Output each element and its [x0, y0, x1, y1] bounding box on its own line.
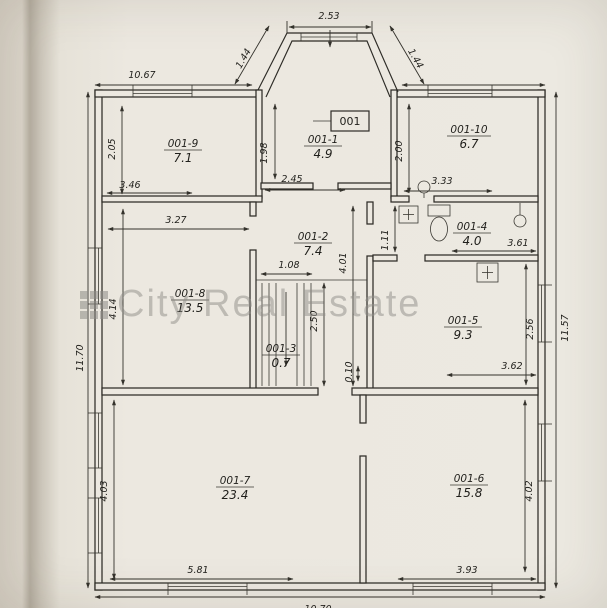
dim-bay-left: 1.44	[234, 47, 254, 71]
lamp-circle-icon	[417, 180, 431, 198]
room-id: 001-5	[448, 315, 479, 327]
room-label-001-2: 001-2 7.4	[294, 231, 332, 258]
dim-bay-right: 1.44	[405, 47, 425, 71]
room-label-001-9: 001-9 7.1	[164, 138, 202, 165]
room-label-001-4: 001-4 4.0	[453, 221, 491, 248]
dim-room1-width: 2.45	[281, 174, 302, 185]
room-area: 7.1	[173, 151, 192, 165]
room-id: 001-3	[266, 343, 297, 355]
room-label-001-1: 001-1 4.9	[304, 134, 342, 161]
dim-room7-height: 4.03	[99, 480, 110, 501]
room-id: 001-1	[308, 134, 339, 146]
dim-room9-height: 2.05	[107, 138, 118, 159]
dim-room6-height: 4.02	[524, 480, 535, 501]
dim-room6-width: 3.93	[456, 565, 477, 576]
window-left-3	[88, 497, 102, 554]
dim-hall-height: 4.01	[338, 252, 349, 273]
room-area: 9.3	[453, 328, 472, 342]
bay-inner-wall	[265, 40, 391, 98]
dim-room1-height: 1.98	[259, 142, 270, 163]
dim-room8-height: 4.14	[108, 298, 119, 319]
room-label-001-8: 001-8 13.5	[171, 288, 209, 315]
stairs	[256, 279, 367, 386]
dim-bay-top: 2.53	[318, 11, 339, 22]
windows	[88, 33, 552, 595]
dim-room7-width: 5.81	[187, 565, 208, 576]
lamp-circle-icon-2	[513, 203, 527, 228]
window-left-2	[88, 412, 102, 469]
window-right-1	[538, 284, 552, 343]
room-area: 0.7	[271, 356, 290, 370]
window-bottom-2	[412, 583, 493, 595]
room-id: 001-2	[298, 231, 329, 243]
boiler-plus-icon	[476, 262, 499, 283]
room-id: 001-6	[454, 473, 485, 485]
room-area: 4.0	[462, 234, 481, 248]
dim-overall-top: 10.67	[128, 70, 155, 81]
window-right-2	[538, 423, 552, 482]
room-area: 23.4	[222, 488, 249, 502]
dim-room9-width: 3.46	[119, 180, 140, 191]
interior-walls	[101, 89, 539, 584]
room-area: 13.5	[177, 301, 204, 315]
room-area: 6.7	[459, 137, 478, 151]
dim-room10-width: 3.33	[431, 176, 452, 187]
dim-room4-width: 3.61	[507, 238, 528, 249]
dim-overall-left: 11.70	[75, 344, 86, 371]
window-bottom-1	[167, 583, 248, 595]
sink-plus-icon	[398, 205, 419, 224]
room-area: 7.4	[303, 244, 322, 258]
dim-room8-width: 3.27	[165, 215, 186, 226]
room-label-001-7: 001-7 23.4	[216, 475, 254, 502]
room-area: 15.8	[456, 486, 483, 500]
dim-stairs-offset: 0.10	[344, 361, 355, 382]
dim-room4-height: 1.11	[380, 229, 391, 250]
dim-room5-height: 2.56	[525, 318, 536, 339]
room-id: 001-9	[168, 138, 199, 150]
room-label-001-6: 001-6 15.8	[450, 473, 488, 500]
room-id: 001-4	[457, 221, 488, 233]
exterior-walls	[94, 32, 546, 591]
room-label-001-3: 001-3 0.7	[262, 343, 300, 370]
window-bay	[300, 33, 358, 41]
room-id: 001-10	[450, 124, 488, 136]
unit-label: 001	[340, 115, 361, 128]
dim-room10-height: 2.00	[394, 140, 405, 161]
bay-outer-wall	[256, 32, 399, 93]
fixtures	[398, 180, 527, 283]
dim-room5-width: 3.62	[501, 361, 522, 372]
dim-stairs-height: 2.50	[309, 310, 320, 331]
dim-hall-width: 1.08	[278, 260, 299, 271]
dim-overall-right: 11.57	[560, 314, 571, 341]
room-id: 001-8	[175, 288, 206, 300]
dim-overall-bottom: 10.70	[304, 604, 331, 608]
room-id: 001-7	[220, 475, 251, 487]
room-area: 4.9	[313, 147, 332, 161]
room-label-001-5: 001-5 9.3	[444, 315, 482, 342]
unit-label-box: 001	[313, 110, 370, 132]
toilet-icon	[427, 204, 451, 242]
room-label-001-10: 001-10 6.7	[447, 124, 491, 151]
dimension-annotations: 2.53 1.44 1.44 10.67 11.70 11.57 10.70 2…	[75, 11, 571, 608]
